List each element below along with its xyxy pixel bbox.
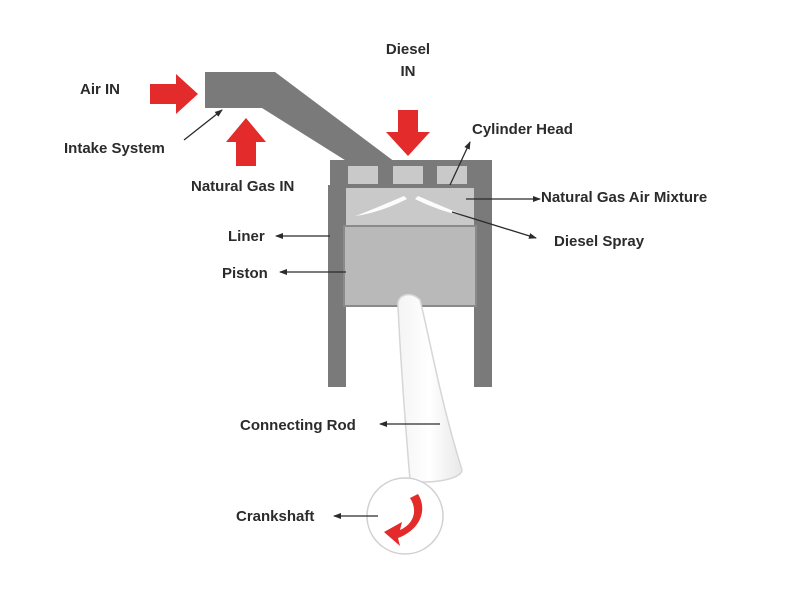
cylinder-head-port-center: [393, 166, 423, 184]
label-diesel-spray: Diesel Spray: [554, 233, 645, 250]
cylinder-head-port-left: [348, 166, 378, 184]
air-in-arrow-icon: [150, 74, 198, 114]
intake-duct: [205, 72, 395, 162]
label-diesel: Diesel: [386, 41, 430, 58]
leader-cylinder-head: [449, 141, 471, 186]
connecting-rod: [397, 293, 463, 483]
label-diesel-in: IN: [401, 63, 416, 80]
label-air-in: Air IN: [80, 81, 120, 98]
diesel-in-arrow-icon: [386, 110, 430, 156]
liner-left-wall: [328, 185, 346, 387]
label-crankshaft: Crankshaft: [236, 508, 314, 525]
liner-right-wall: [474, 185, 492, 387]
label-connecting-rod: Connecting Rod: [240, 417, 356, 434]
label-natural-gas-in: Natural Gas IN: [191, 178, 294, 195]
label-liner: Liner: [228, 228, 265, 245]
piston-body: [343, 225, 477, 307]
label-piston: Piston: [222, 265, 268, 282]
crankshaft-rotation-icon: [384, 494, 423, 546]
label-cylinder-head: Cylinder Head: [472, 121, 573, 138]
label-natural-gas-air-mixture: Natural Gas Air Mixture: [541, 189, 707, 206]
cylinder-head-port-right: [437, 166, 467, 184]
leader-diesel-spray: [451, 211, 537, 239]
leader-intake-system: [183, 109, 223, 141]
combustion-chamber: [346, 188, 474, 228]
label-intake-system: Intake System: [64, 140, 165, 157]
diesel-spray-right: [415, 196, 467, 216]
natural-gas-in-arrow-icon: [226, 118, 266, 166]
crankshaft-disc: [366, 477, 444, 555]
diesel-spray-left: [355, 196, 407, 216]
